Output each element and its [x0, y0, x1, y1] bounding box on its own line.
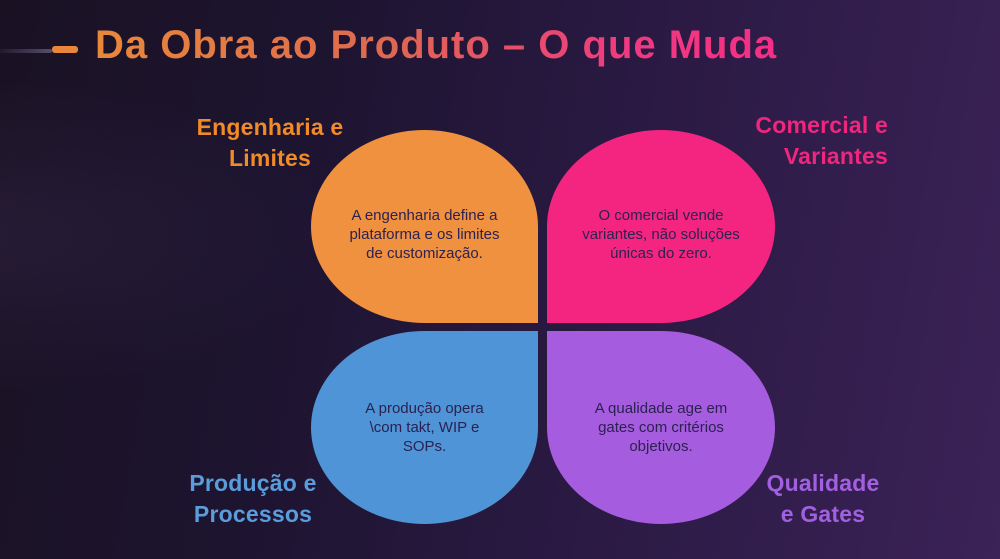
label-line: Processos [193, 501, 313, 527]
quadrant-label-engineering: Engenharia e Limites [150, 112, 390, 174]
body-line: gates com critérios [598, 419, 724, 436]
body-line: A produção opera [365, 400, 484, 417]
petal-commercial: O comercial vende variantes, não soluçõe… [547, 130, 775, 323]
quadrant-label-commercial: Comercial e Variantes [688, 110, 888, 172]
petal-production: A produção opera \com takt, WIP e SOPs. [311, 331, 538, 524]
label-line: Limites [229, 145, 311, 171]
petal-engineering: A engenharia define a plataforma e os li… [311, 130, 538, 323]
quadrant-label-quality: Qualidade e Gates [733, 468, 913, 530]
body-line: de customização. [366, 245, 483, 262]
petal-body-commercial: O comercial vende variantes, não soluçõe… [556, 190, 766, 263]
body-line: variantes, não soluções [582, 226, 740, 243]
title-accent-line [0, 49, 52, 53]
quadrant-label-production: Produção e Processos [143, 468, 363, 530]
body-line: únicas do zero. [610, 245, 712, 262]
body-line: \com takt, WIP e [369, 419, 480, 436]
label-line: Qualidade [766, 470, 880, 496]
body-line: objetivos. [629, 438, 693, 455]
body-line: A engenharia define a [351, 207, 498, 224]
label-line: Variantes [783, 143, 888, 169]
body-line: A qualidade age em [594, 400, 728, 417]
petal-quality: A qualidade age em gates com critérios o… [547, 331, 775, 524]
petal-body-quality: A qualidade age em gates com critérios o… [556, 399, 766, 456]
body-line: SOPs. [402, 438, 447, 455]
label-line: e Gates [780, 501, 866, 527]
body-line: plataforma e os limites [349, 226, 500, 243]
body-line: O comercial vende [598, 207, 724, 224]
title-accent-dash [52, 46, 78, 53]
petal-body-production: A produção opera \com takt, WIP e SOPs. [320, 399, 529, 456]
label-line: Engenharia e [196, 114, 344, 140]
label-line: Comercial e [755, 112, 888, 138]
petal-body-engineering: A engenharia define a plataforma e os li… [320, 190, 529, 263]
label-line: Produção e [189, 470, 317, 496]
slide-title: Da Obra ao Produto – O que Muda [95, 23, 778, 67]
